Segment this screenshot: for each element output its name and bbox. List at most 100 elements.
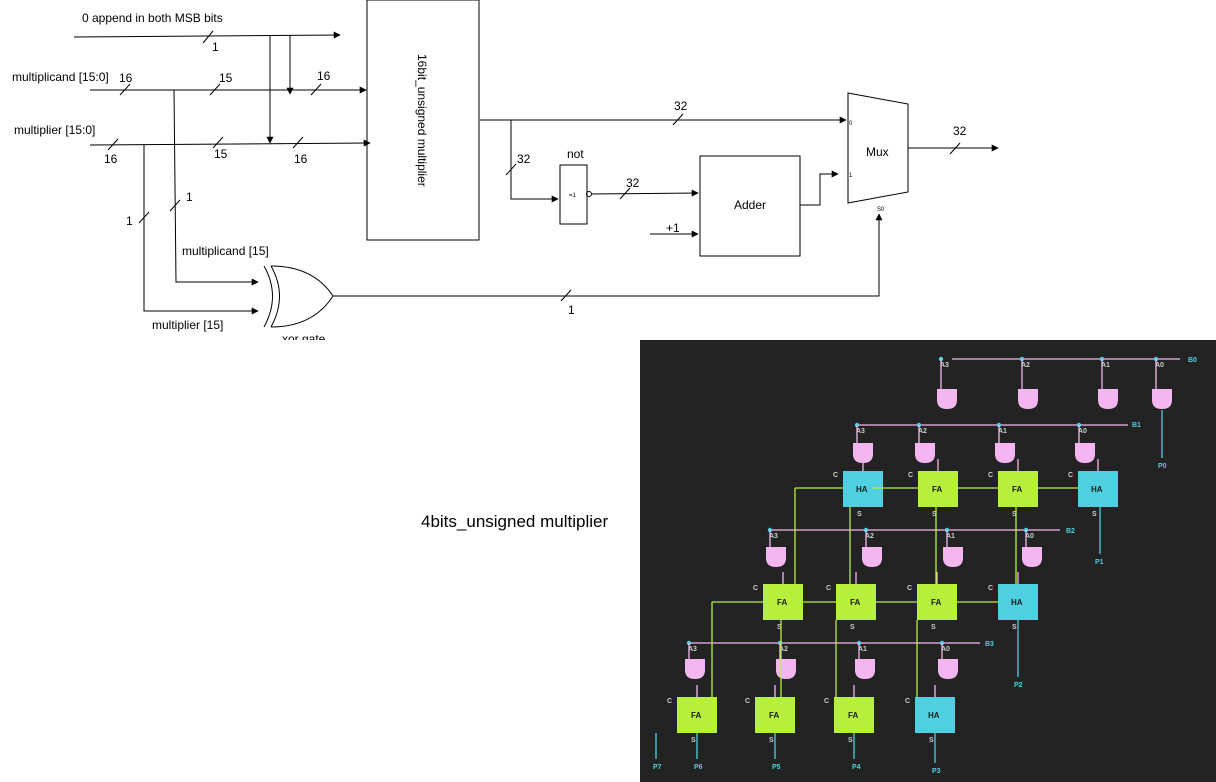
output-p1: P1 xyxy=(1095,559,1104,566)
unsigned-multiplier-label: 16bit_unsigned multiplier xyxy=(415,54,429,187)
mux-in0-label: 0 xyxy=(849,121,853,127)
adder-block xyxy=(699,155,801,257)
product-branch-wire xyxy=(510,120,559,203)
full-adder xyxy=(755,697,795,733)
carry-label: C xyxy=(988,585,993,592)
mux-select-label: S0 xyxy=(877,207,885,213)
and-gate xyxy=(1022,547,1042,567)
bus-junction xyxy=(856,640,862,646)
adder-output-wire xyxy=(800,170,839,206)
width-tap-b: 1 xyxy=(126,214,133,228)
b-label: B0 xyxy=(1188,357,1197,364)
width-tap-a: 1 xyxy=(186,190,193,204)
full-adder xyxy=(836,584,876,620)
width-mcand-out: 16 xyxy=(317,69,331,83)
width-mcand-mid: 15 xyxy=(219,71,233,85)
output-p7: P7 xyxy=(653,764,662,771)
full-adder xyxy=(918,471,958,507)
width-xor-out: 1 xyxy=(568,303,575,317)
multiplicand-label: multiplicand [15:0] xyxy=(12,70,109,84)
bus-junction xyxy=(686,640,692,646)
and-gate xyxy=(915,443,935,463)
mux-in1-label: 1 xyxy=(849,173,853,179)
half-adder-label: HA xyxy=(856,485,868,494)
bus-ticks xyxy=(107,30,961,302)
and-gate xyxy=(766,547,786,567)
full-adder xyxy=(998,471,1038,507)
half-adder-label: HA xyxy=(1091,485,1103,494)
caption: 4bits_unsigned multiplier xyxy=(421,512,609,531)
sum-label: S xyxy=(1092,511,1097,518)
sum-label: S xyxy=(929,737,934,744)
width-branch: 32 xyxy=(517,152,531,166)
sum-label: S xyxy=(691,737,696,744)
and-gate xyxy=(938,659,958,679)
a-label: A3 xyxy=(688,646,697,653)
carry-label: C xyxy=(745,698,750,705)
width-mcand-in: 16 xyxy=(119,71,133,85)
full-adder-label: FA xyxy=(848,711,858,720)
a-label: A2 xyxy=(918,428,927,435)
sum-label: S xyxy=(1012,624,1017,631)
half-adder xyxy=(998,584,1038,620)
sum-label: S xyxy=(848,737,853,744)
multiplier-msb-wire xyxy=(143,145,259,315)
output-p6: P6 xyxy=(694,764,703,771)
xor-gate-label: xor gate xyxy=(282,332,326,340)
and-gate xyxy=(937,389,957,409)
width-mult-in: 16 xyxy=(104,152,118,166)
and-gate xyxy=(1098,389,1118,409)
full-adder-label: FA xyxy=(932,485,942,494)
and-gate xyxy=(685,659,705,679)
and-gate xyxy=(855,659,875,679)
xor-gate-symbol xyxy=(263,265,334,328)
a-label: A1 xyxy=(858,646,867,653)
half-adder xyxy=(915,697,955,733)
a-label: A1 xyxy=(998,428,1007,435)
carry-label: C xyxy=(667,698,672,705)
full-adder-label: FA xyxy=(931,598,941,607)
b-label: B1 xyxy=(1132,422,1141,429)
a-label: A0 xyxy=(1155,362,1164,369)
not-gate-label: not xyxy=(567,147,584,161)
unsigned-multiplier-block xyxy=(366,0,480,241)
sum-label: S xyxy=(769,737,774,744)
carry-label: C xyxy=(1068,472,1073,479)
carry-label: C xyxy=(908,472,913,479)
xor-output-wire xyxy=(333,213,883,297)
full-adder-label: FA xyxy=(1012,485,1022,494)
carry-label: C xyxy=(905,698,910,705)
output-p2: P2 xyxy=(1014,682,1023,689)
full-adder xyxy=(917,584,957,620)
a-label: A0 xyxy=(941,646,950,653)
output-p3: P3 xyxy=(932,768,941,775)
a-label: A3 xyxy=(769,533,778,540)
output-p0: P0 xyxy=(1158,463,1167,470)
adder-label: Adder xyxy=(734,198,766,212)
and-gate xyxy=(995,443,1015,463)
full-adder-label: FA xyxy=(850,598,860,607)
not-symbol: =1 xyxy=(569,193,577,199)
a-label: A0 xyxy=(1078,428,1087,435)
and-gate xyxy=(1075,443,1095,463)
a-label: A2 xyxy=(779,646,788,653)
output-p4: P4 xyxy=(852,764,861,771)
a-label: A3 xyxy=(856,428,865,435)
full-adder xyxy=(834,697,874,733)
half-adder xyxy=(843,471,883,507)
full-adder xyxy=(763,584,803,620)
full-adder-label: FA xyxy=(691,711,701,720)
and-gate xyxy=(943,547,963,567)
carry-label: C xyxy=(753,585,758,592)
width-mult-out: 16 xyxy=(294,152,308,166)
plus-one-label: +1 xyxy=(666,221,680,235)
a-label: A1 xyxy=(1101,362,1110,369)
a-label: A2 xyxy=(1021,362,1030,369)
multiplier-msb-label: multiplier [15] xyxy=(152,318,223,332)
multiplier-label: multiplier [15:0] xyxy=(14,123,95,137)
b-label: B2 xyxy=(1066,528,1075,535)
sum-label: S xyxy=(850,624,855,631)
width-append: 1 xyxy=(212,40,219,54)
